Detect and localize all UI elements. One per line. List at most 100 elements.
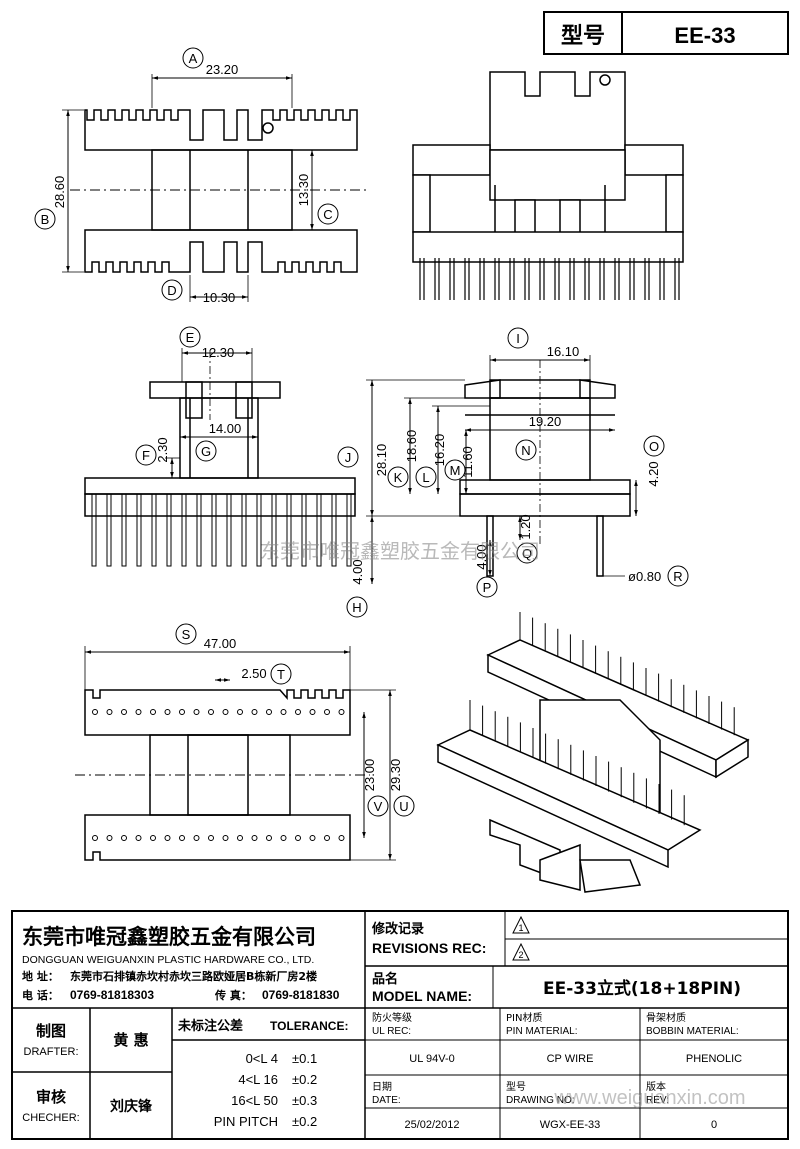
revisions-label-en: REVISIONS REC: — [372, 940, 486, 956]
label-J: J — [345, 450, 352, 465]
fax-label: 传 真： — [214, 988, 252, 1002]
pin-hole — [150, 835, 156, 841]
pin — [286, 493, 292, 567]
label-R: R — [673, 569, 682, 584]
revisions-label-cn: 修改记录 — [371, 921, 424, 937]
dim-Q-value: 1.20 — [518, 514, 533, 539]
dim-K-value: 18.60 — [404, 430, 419, 463]
phone-number: 0769-81818303 — [70, 988, 154, 1002]
tolerance-value-1: ±0.1 — [292, 1051, 317, 1066]
pin-hole — [121, 709, 127, 715]
pin — [301, 493, 307, 567]
pin — [136, 493, 142, 567]
pin — [91, 493, 97, 567]
tolerance-label-cn: 未标注公差 — [177, 1018, 243, 1034]
pin — [211, 493, 217, 567]
dim-I-value: 16.10 — [547, 344, 580, 359]
pin-hole — [266, 709, 272, 715]
checker-label-en: CHECHER: — [22, 1112, 79, 1124]
checker-label-cn: 审核 — [36, 1088, 66, 1106]
dim-V-value: 23.00 — [362, 759, 377, 792]
pin-material-value: CP WIRE — [547, 1053, 594, 1065]
pin-material-label-en: PIN MATERIAL: — [506, 1026, 578, 1037]
dim-U-value: 29.30 — [388, 759, 403, 792]
dim-T-value: 2.50 — [241, 666, 266, 681]
phone-label: 电 话： — [22, 988, 59, 1002]
pin-hole — [121, 835, 127, 841]
pin-hole — [208, 835, 214, 841]
dim-C-value: 13.30 — [296, 174, 311, 207]
pin — [106, 493, 112, 567]
label-T: T — [277, 667, 285, 682]
label-L: L — [422, 470, 429, 485]
pin-hole — [266, 835, 272, 841]
label-M: M — [450, 463, 461, 478]
pin-hole — [237, 709, 243, 715]
dim-B-value: 28.60 — [52, 176, 67, 209]
bottom-view-pin-holes — [92, 709, 345, 841]
ul-rec-value: UL 94V-0 — [409, 1053, 454, 1065]
pin-hole — [309, 709, 316, 715]
pin-hole — [135, 709, 142, 715]
label-S: S — [182, 627, 191, 642]
rev-label-cn: 版本 — [646, 1080, 666, 1093]
dim-E-value: 12.30 — [202, 345, 235, 360]
pin-hole — [222, 835, 229, 841]
drafter-label-cn: 制图 — [36, 1022, 66, 1040]
label-G: G — [201, 444, 211, 459]
dim-O-value: 4.20 — [646, 461, 661, 486]
tolerance-label-en: TOLERANCE: — [270, 1019, 348, 1033]
pin-hole — [106, 709, 113, 715]
dim-P-value: 4.00 — [474, 544, 489, 569]
pin-hole — [150, 709, 156, 715]
checker-name: 刘庆锋 — [110, 1098, 153, 1115]
pin-hole — [179, 835, 185, 841]
label-I: I — [516, 331, 520, 346]
model-value: EE-33 — [674, 23, 735, 48]
drawing-no-label-en: DRAWING NO: — [506, 1095, 575, 1106]
top-view — [62, 74, 370, 302]
rev-label-en: REV: — [646, 1095, 669, 1106]
isometric-pins — [419, 258, 680, 300]
drafter-label-en: DRAFTER: — [24, 1046, 79, 1058]
pin-hole — [324, 709, 330, 715]
model-name-label-cn: 品名 — [372, 971, 398, 987]
isometric-view-top — [412, 71, 684, 263]
label-D: D — [167, 283, 176, 298]
address-text: 东莞市石排镇赤坎村赤坎三路欧娅居B栋新厂房2楼 — [70, 969, 317, 983]
dim-N-value: 19.20 — [529, 414, 562, 429]
pin — [226, 493, 232, 567]
dim-F-value: 2.30 — [155, 437, 170, 462]
tolerance-range-2: 4<L 16 — [238, 1072, 278, 1087]
tolerance-range-1: 0<L 4 — [246, 1051, 278, 1066]
pin-hole — [295, 709, 301, 715]
pin — [331, 493, 337, 567]
rev-value: 0 — [711, 1119, 717, 1131]
revision-2: 2 — [518, 950, 523, 960]
pin-hole — [193, 709, 200, 715]
pin-hole — [164, 709, 171, 715]
pin-hole — [222, 709, 229, 715]
dim-G-value: 14.00 — [209, 421, 242, 436]
dim-S-value: 47.00 — [204, 636, 237, 651]
label-K: K — [394, 470, 403, 485]
label-H: H — [352, 600, 361, 615]
pin-hole — [280, 835, 287, 841]
tolerance-value-4: ±0.2 — [292, 1114, 317, 1129]
pin-hole — [135, 835, 142, 841]
isometric-view-bottom — [436, 639, 750, 893]
label-F: F — [142, 448, 150, 463]
label-U: U — [399, 799, 408, 814]
label-Q: Q — [522, 546, 532, 561]
pin-hole — [92, 709, 98, 715]
isometric-bottom-pins — [469, 612, 735, 826]
date-value: 25/02/2012 — [404, 1119, 459, 1131]
dim-J-value: 28.10 — [374, 444, 389, 477]
pin — [121, 493, 127, 567]
company-name-en: DONGGUAN WEIGUANXIN PLASTIC HARDWARE CO.… — [22, 954, 314, 966]
bobbin-material-label-cn: 骨架材质 — [646, 1011, 686, 1024]
pin — [316, 493, 322, 567]
pin-hole — [237, 835, 243, 841]
label-E: E — [186, 330, 195, 345]
